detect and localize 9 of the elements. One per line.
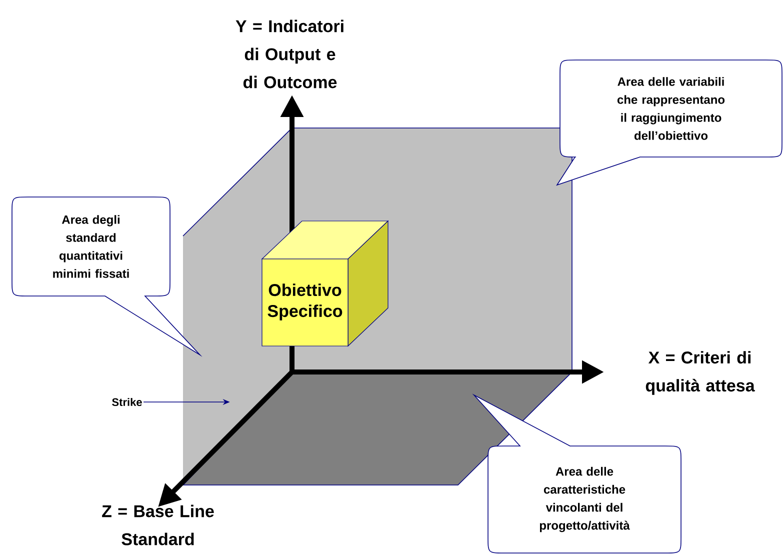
node-label: Area delle caratteristiche vincolanti del progetto/attività: [540, 466, 630, 532]
axis-label: X = Criteri di qualità attesa: [646, 351, 755, 395]
strike-label: Strike: [112, 398, 142, 406]
speech-bubble: Area delle variabili che rappresentano il raggiungimento dell’obiettivo: [556, 60, 782, 186]
speech-bubble: Area delle caratteristiche vincolanti del progetto/attività: [474, 394, 682, 554]
speech-bubble: Area degli standard quantitativi minimi fissati: [12, 196, 200, 356]
axis-label: Z = Base Line Standard: [102, 504, 214, 546]
axis-label: Y = Indicatori di Output e di Outcome: [236, 20, 344, 88]
node-label: Area delle variabili che rappresentano il raggiungimento dell’obiettivo: [617, 77, 725, 140]
